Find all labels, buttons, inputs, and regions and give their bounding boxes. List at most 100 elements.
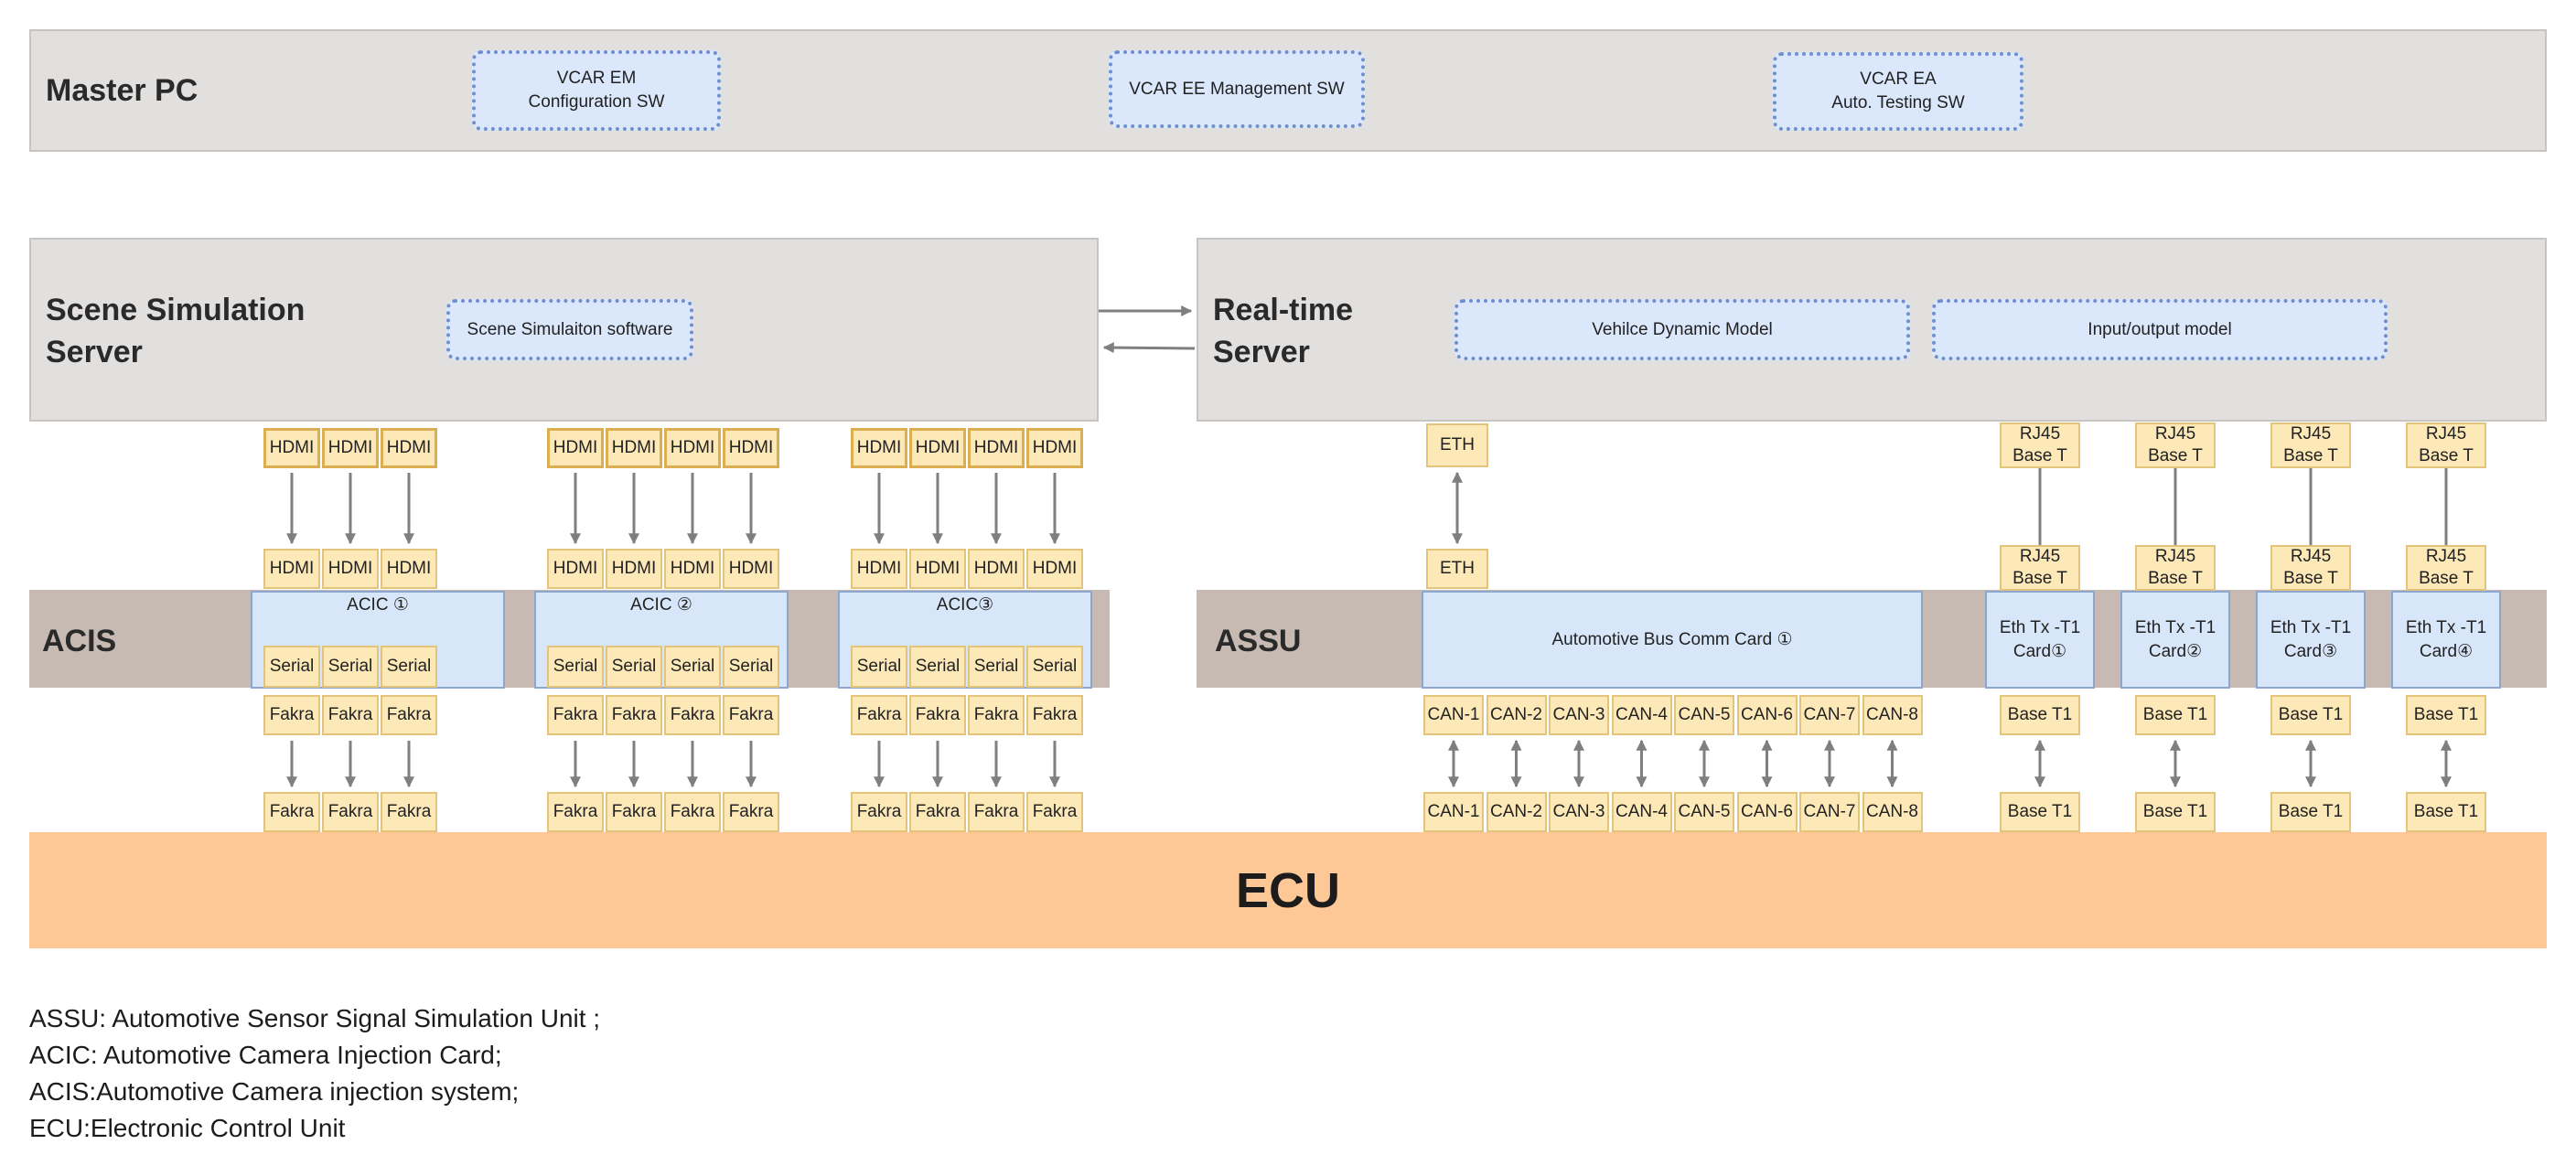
fakra-ecu-1-1[interactable]: Fakra: [263, 792, 320, 832]
serial-port-3-3[interactable]: Serial: [968, 646, 1025, 688]
hdmi-in-1-1[interactable]: HDMI: [263, 549, 320, 589]
eth-tx-t1-card-4[interactable]: Eth Tx -T1 Card④: [2391, 591, 2501, 689]
fakra-ecu-2-3[interactable]: Fakra: [664, 792, 721, 832]
can-card-port-4[interactable]: CAN-4: [1611, 695, 1672, 735]
rj45-card-4[interactable]: RJ45 Base T: [2406, 545, 2486, 591]
hdmi-out-3-3[interactable]: HDMI: [968, 428, 1025, 468]
hdmi-in-3-3[interactable]: HDMI: [968, 549, 1025, 589]
base-t1-ecu-2[interactable]: Base T1: [2135, 792, 2216, 832]
serial-port-3-1[interactable]: Serial: [851, 646, 907, 688]
serial-port-2-4[interactable]: Serial: [723, 646, 779, 688]
eth-tx-t1-card-1[interactable]: Eth Tx -T1 Card①: [1985, 591, 2095, 689]
vcar-em-config-sw[interactable]: VCAR EM Configuration SW: [472, 50, 721, 131]
fakra-ecu-3-2[interactable]: Fakra: [909, 792, 966, 832]
can-card-port-7[interactable]: CAN-7: [1799, 695, 1860, 735]
base-t1-ecu-3[interactable]: Base T1: [2270, 792, 2351, 832]
can-card-port-8[interactable]: CAN-8: [1862, 695, 1923, 735]
serial-port-3-4[interactable]: Serial: [1026, 646, 1083, 688]
eth-tx-t1-card-3[interactable]: Eth Tx -T1 Card③: [2256, 591, 2366, 689]
serial-port-3-2[interactable]: Serial: [909, 646, 966, 688]
fakra-card-2-1[interactable]: Fakra: [547, 695, 604, 735]
serial-port-2-3[interactable]: Serial: [664, 646, 721, 688]
base-t1-card-3[interactable]: Base T1: [2270, 695, 2351, 735]
fakra-card-1-2[interactable]: Fakra: [322, 695, 379, 735]
fakra-ecu-3-1[interactable]: Fakra: [851, 792, 907, 832]
hdmi-out-1-2[interactable]: HDMI: [322, 428, 379, 468]
base-t1-ecu-1[interactable]: Base T1: [2000, 792, 2080, 832]
hdmi-in-2-2[interactable]: HDMI: [606, 549, 662, 589]
hdmi-out-2-2[interactable]: HDMI: [606, 428, 662, 468]
can-card-port-5[interactable]: CAN-5: [1674, 695, 1734, 735]
base-t1-card-1[interactable]: Base T1: [2000, 695, 2080, 735]
fakra-card-2-4[interactable]: Fakra: [723, 695, 779, 735]
rj45-card-3[interactable]: RJ45 Base T: [2270, 545, 2351, 591]
serial-port-1-2[interactable]: Serial: [322, 646, 379, 688]
rj45-server-4[interactable]: RJ45 Base T: [2406, 422, 2486, 468]
base-t1-card-2[interactable]: Base T1: [2135, 695, 2216, 735]
fakra-ecu-2-4[interactable]: Fakra: [723, 792, 779, 832]
fakra-ecu-3-4[interactable]: Fakra: [1026, 792, 1083, 832]
serial-port-1-1[interactable]: Serial: [263, 646, 320, 688]
input-output-model[interactable]: Input/output model: [1932, 299, 2388, 360]
fakra-ecu-2-2[interactable]: Fakra: [606, 792, 662, 832]
hdmi-in-2-1[interactable]: HDMI: [547, 549, 604, 589]
scene-simulation-software[interactable]: Scene Simulaiton software: [446, 299, 693, 360]
eth-tx-t1-card-2[interactable]: Eth Tx -T1 Card②: [2120, 591, 2230, 689]
hdmi-out-2-4[interactable]: HDMI: [723, 428, 779, 468]
rj45-server-1[interactable]: RJ45 Base T: [2000, 422, 2080, 468]
can-ecu-port-5[interactable]: CAN-5: [1674, 792, 1734, 832]
rj45-server-2[interactable]: RJ45 Base T: [2135, 422, 2216, 468]
fakra-ecu-3-3[interactable]: Fakra: [968, 792, 1025, 832]
hdmi-in-1-2[interactable]: HDMI: [322, 549, 379, 589]
rj45-server-3[interactable]: RJ45 Base T: [2270, 422, 2351, 468]
fakra-card-1-1[interactable]: Fakra: [263, 695, 320, 735]
hdmi-in-3-2[interactable]: HDMI: [909, 549, 966, 589]
hdmi-in-1-3[interactable]: HDMI: [381, 549, 437, 589]
vcar-ee-management-sw[interactable]: VCAR EE Management SW: [1109, 50, 1365, 128]
vehicle-dynamic-model[interactable]: Vehilce Dynamic Model: [1454, 299, 1910, 360]
hdmi-in-2-3[interactable]: HDMI: [664, 549, 721, 589]
vcar-ea-auto-testing-sw[interactable]: VCAR EA Auto. Testing SW: [1773, 52, 2023, 131]
automotive-bus-comm-card[interactable]: Automotive Bus Comm Card ①: [1422, 591, 1923, 689]
hdmi-out-2-1[interactable]: HDMI: [547, 428, 604, 468]
fakra-card-3-2[interactable]: Fakra: [909, 695, 966, 735]
serial-port-2-2[interactable]: Serial: [606, 646, 662, 688]
hdmi-in-3-4[interactable]: HDMI: [1026, 549, 1083, 589]
can-card-port-3[interactable]: CAN-3: [1549, 695, 1609, 735]
fakra-card-2-3[interactable]: Fakra: [664, 695, 721, 735]
rj45-card-2[interactable]: RJ45 Base T: [2135, 545, 2216, 591]
hdmi-out-3-1[interactable]: HDMI: [851, 428, 907, 468]
serial-port-2-1[interactable]: Serial: [547, 646, 604, 688]
fakra-ecu-1-3[interactable]: Fakra: [381, 792, 437, 832]
hdmi-out-3-2[interactable]: HDMI: [909, 428, 966, 468]
can-ecu-port-1[interactable]: CAN-1: [1423, 792, 1484, 832]
base-t1-ecu-4[interactable]: Base T1: [2406, 792, 2486, 832]
can-ecu-port-7[interactable]: CAN-7: [1799, 792, 1860, 832]
fakra-card-3-1[interactable]: Fakra: [851, 695, 907, 735]
fakra-ecu-2-1[interactable]: Fakra: [547, 792, 604, 832]
fakra-card-3-3[interactable]: Fakra: [968, 695, 1025, 735]
hdmi-out-1-3[interactable]: HDMI: [381, 428, 437, 468]
hdmi-in-3-1[interactable]: HDMI: [851, 549, 907, 589]
hdmi-out-1-1[interactable]: HDMI: [263, 428, 320, 468]
can-ecu-port-3[interactable]: CAN-3: [1549, 792, 1609, 832]
hdmi-out-2-3[interactable]: HDMI: [664, 428, 721, 468]
can-card-port-6[interactable]: CAN-6: [1736, 695, 1798, 735]
eth-port-assu[interactable]: ETH: [1426, 549, 1488, 589]
fakra-card-3-4[interactable]: Fakra: [1026, 695, 1083, 735]
hdmi-out-3-4[interactable]: HDMI: [1026, 428, 1083, 468]
hdmi-in-2-4[interactable]: HDMI: [723, 549, 779, 589]
can-ecu-port-4[interactable]: CAN-4: [1611, 792, 1672, 832]
can-card-port-1[interactable]: CAN-1: [1423, 695, 1484, 735]
can-ecu-port-2[interactable]: CAN-2: [1486, 792, 1547, 832]
rj45-card-1[interactable]: RJ45 Base T: [2000, 545, 2080, 591]
can-ecu-port-6[interactable]: CAN-6: [1736, 792, 1798, 832]
fakra-card-1-3[interactable]: Fakra: [381, 695, 437, 735]
base-t1-card-4[interactable]: Base T1: [2406, 695, 2486, 735]
can-card-port-2[interactable]: CAN-2: [1486, 695, 1547, 735]
can-ecu-port-8[interactable]: CAN-8: [1862, 792, 1923, 832]
eth-port-server[interactable]: ETH: [1426, 423, 1488, 467]
fakra-ecu-1-2[interactable]: Fakra: [322, 792, 379, 832]
serial-port-1-3[interactable]: Serial: [381, 646, 437, 688]
fakra-card-2-2[interactable]: Fakra: [606, 695, 662, 735]
